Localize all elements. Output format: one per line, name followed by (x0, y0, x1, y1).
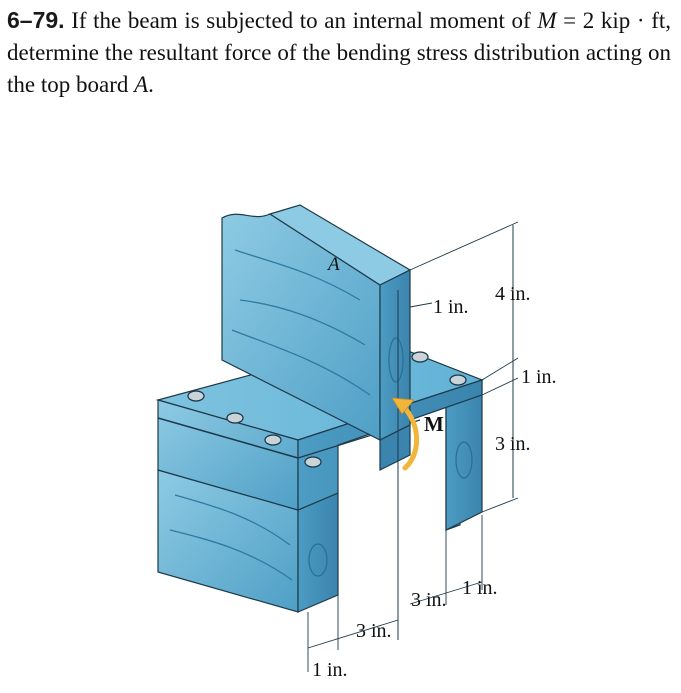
top-board-A-end (379, 269, 411, 441)
nail (187, 390, 205, 402)
left-leg-grain-ring (308, 543, 328, 577)
wood-grain (239, 299, 366, 346)
dim-flange-thickness: 1 in. (521, 366, 557, 388)
flange-seam (157, 417, 299, 459)
wood-grain (231, 329, 371, 396)
nail (304, 456, 322, 468)
dim-line (409, 581, 483, 605)
dim-ext (481, 377, 519, 396)
moment-value-text: = 2 kip · ft, determine the resultant fo… (7, 8, 671, 65)
moment-symbol: M (537, 8, 557, 33)
dim-ext (481, 497, 519, 513)
wood-grain (169, 529, 293, 581)
top-board-grain-ring (388, 337, 404, 383)
problem-number: 6–79. (7, 7, 65, 33)
nail (411, 351, 429, 363)
dim-top-board-thickness: 1 in. (433, 296, 469, 318)
problem-statement: 6–79. If the beam is subjected to an int… (7, 4, 671, 101)
wood-grain (234, 249, 361, 301)
dim-right-gap: 3 in. (411, 589, 447, 611)
nail (449, 374, 467, 386)
problem-text-line1: If the beam is subjected to an internal … (71, 8, 531, 33)
dim-web-height: 3 in. (495, 433, 531, 455)
left-leg-end (297, 492, 339, 613)
nail (226, 412, 244, 424)
dim-ext (481, 357, 519, 381)
dim-left-gap: 3 in. (356, 620, 392, 642)
dim-arrow (409, 302, 433, 308)
dim-right-leg-thickness: 1 in. (462, 577, 498, 599)
web-end (379, 424, 411, 471)
dim-top-board-height: 4 in. (495, 283, 531, 305)
dim-left-leg-thickness: 1 in. (312, 659, 348, 681)
label-board-A: A (326, 254, 340, 275)
moment-arrow (399, 402, 420, 471)
moment-arrowhead (391, 397, 415, 415)
right-leg-grain-ring (455, 441, 473, 479)
label-moment-M: M (424, 412, 444, 436)
dim-ext (409, 221, 519, 271)
problem-text-line3: stress distribution acting on the top bo… (7, 40, 672, 97)
problem-end-punct: . (148, 72, 154, 97)
dim-line (307, 619, 399, 649)
wood-grain (174, 494, 291, 546)
nail (264, 434, 282, 446)
board-symbol: A (134, 72, 149, 97)
